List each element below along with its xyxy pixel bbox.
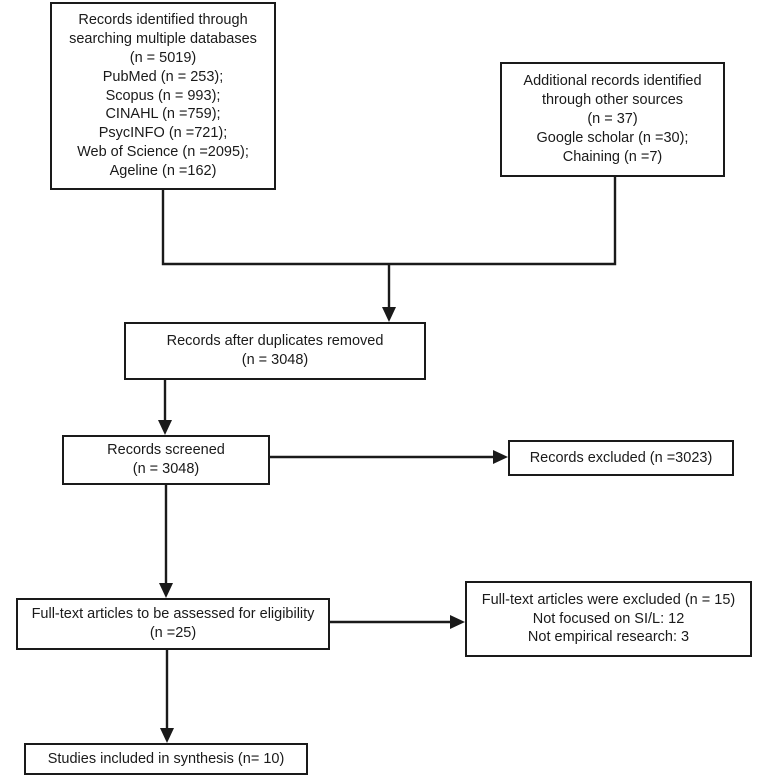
arrowhead-to-fulltext <box>159 583 173 598</box>
node-line: PubMed (n = 253); <box>102 68 224 85</box>
node-line: Records screened <box>107 442 225 459</box>
node-line: (n = 3048) <box>132 461 200 477</box>
node-line: Records after duplicates removed <box>166 333 384 350</box>
full-text-articles-excluded-box: Full-text articles were excluded (n = 15… <box>465 581 752 657</box>
arrowhead-to-included <box>160 728 174 743</box>
node-line: Not empirical research: 3 <box>527 629 690 646</box>
node-line: Records identified through <box>78 12 248 29</box>
additional-records-other-sources-box: Additional records identified through ot… <box>500 62 725 177</box>
node-line: CINAHL (n =759); <box>105 106 221 123</box>
arrowhead-to-excluded <box>493 450 508 464</box>
node-line: (n = 3048) <box>241 352 309 368</box>
node-line: (n =25) <box>149 625 197 641</box>
records-identified-through-databases-box: Records identified through searching mul… <box>50 2 276 190</box>
node-line: searching multiple databases <box>69 31 257 48</box>
node-line: PsycINFO (n =721); <box>98 125 228 142</box>
node-line: through other sources <box>541 92 684 109</box>
node-line: Full-text articles to be assessed for el… <box>31 606 315 623</box>
records-excluded-box: Records excluded (n =3023) <box>508 440 734 476</box>
node-line: Not focused on SI/L: 12 <box>532 610 685 627</box>
node-line: Full-text articles were excluded (n = 15… <box>481 591 736 608</box>
node-line: Records excluded (n =3023) <box>529 449 713 466</box>
node-line: (n = 5019) <box>129 49 197 66</box>
node-line: Additional records identified <box>523 73 702 90</box>
node-line: Studies included in synthesis (n= 10) <box>47 750 285 767</box>
node-line: Ageline (n =162) <box>109 162 217 179</box>
node-line: Scopus (n = 993); <box>105 87 221 104</box>
records-screened-box: Records screened (n = 3048) <box>62 435 270 485</box>
full-text-articles-assessed-box: Full-text articles to be assessed for el… <box>16 598 330 650</box>
records-after-duplicates-removed-box: Records after duplicates removed (n = 30… <box>124 322 426 380</box>
arrowhead-to-screened <box>158 420 172 435</box>
node-line: Web of Science (n =2095); <box>77 144 249 161</box>
studies-included-in-synthesis-box: Studies included in synthesis (n= 10) <box>24 743 308 775</box>
node-line: (n = 37) <box>587 111 638 128</box>
arrowhead-to-fulltext-excluded <box>450 615 465 629</box>
connector-identification-bracket <box>161 177 617 266</box>
node-line: Chaining (n =7) <box>562 148 663 165</box>
node-line: Google scholar (n =30); <box>536 129 689 146</box>
arrowhead-to-duplicates <box>382 307 396 322</box>
